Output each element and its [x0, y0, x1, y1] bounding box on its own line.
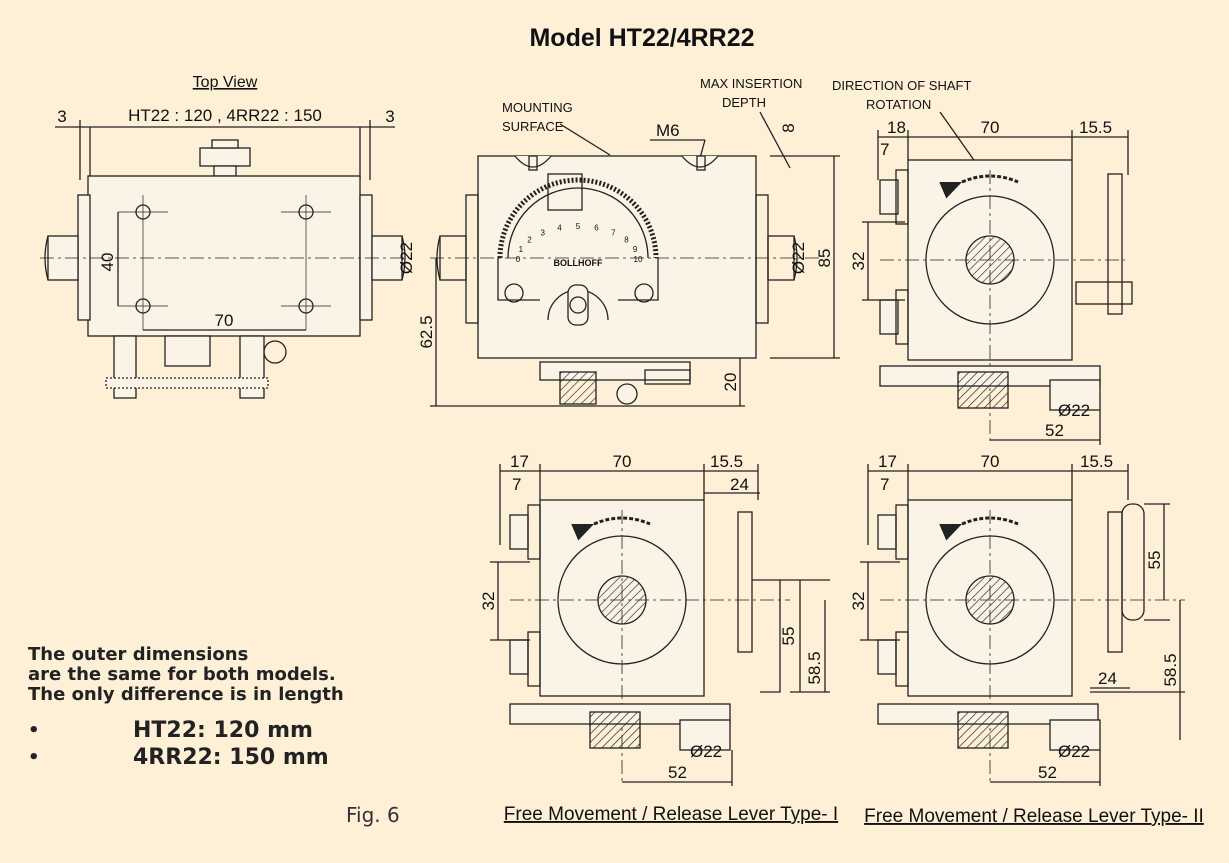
top-view: Top View HT22 : 120 , 4RR22 : 150 3 3	[40, 74, 416, 399]
type1-d22: Ø22	[690, 742, 722, 761]
type2-d70: 70	[981, 452, 1000, 471]
dial-number: 3	[540, 228, 545, 237]
type2-d55: 55	[1145, 551, 1164, 570]
type1-view: 17 70 15.5 24 7 32 55 58.5 52 Ø22 Free M	[479, 452, 838, 825]
type1-d52: 52	[668, 763, 687, 782]
side-d70: 70	[981, 118, 1000, 137]
direction-label-1: DIRECTION OF SHAFT	[832, 78, 971, 93]
side-d52: 52	[1045, 421, 1064, 440]
brand-logo: BOLLHOFF	[554, 258, 603, 268]
side-d22: Ø22	[1058, 401, 1090, 420]
note-line-1: The outer dimensions	[28, 644, 249, 665]
dimensions-note: The outer dimensions are the same for bo…	[28, 645, 344, 705]
note-line-3: The only difference is in length	[28, 684, 344, 705]
dial-number: 10	[634, 255, 643, 264]
dial-number: 2	[527, 236, 532, 245]
type1-d15-5: 15.5	[710, 452, 743, 471]
height-62-5: 62.5	[417, 315, 436, 348]
front-shaft-dia: Ø22	[789, 242, 808, 274]
front-view: MOUNTING SURFACE MAX INSERTION DEPTH M6 …	[417, 76, 840, 407]
list-item: • 4RR22: 150 mm	[28, 744, 329, 771]
side-d32: 32	[849, 252, 868, 271]
type2-d52: 52	[1038, 763, 1057, 782]
type1-d58-5: 58.5	[805, 651, 824, 684]
mounting-surface-label-2: SURFACE	[502, 119, 564, 134]
dial-number: 7	[611, 228, 616, 237]
type2-d24: 24	[1098, 669, 1117, 688]
side-d15-5: 15.5	[1079, 118, 1112, 137]
dial-number: 8	[624, 236, 629, 245]
type1-d17: 17	[510, 452, 529, 471]
mounting-surface-label-1: MOUNTING	[502, 100, 573, 115]
max-insertion-label-2: DEPTH	[722, 95, 766, 110]
direction-label-2: ROTATION	[866, 97, 931, 112]
depth-8: 8	[779, 123, 798, 132]
dial-number: 6	[594, 224, 599, 233]
type2-caption: Free Movement / Release Lever Type- II	[864, 806, 1204, 827]
bullet: •	[28, 747, 40, 768]
side-d18: 18	[887, 118, 906, 137]
note-line-2: are the same for both models.	[28, 664, 336, 685]
max-insertion-label-1: MAX INSERTION	[700, 76, 802, 91]
type1-caption: Free Movement / Release Lever Type- I	[504, 804, 838, 825]
type2-d58-5: 58.5	[1161, 653, 1180, 686]
height-85: 85	[815, 249, 834, 268]
type2-d17: 17	[878, 452, 897, 471]
type1-d32: 32	[479, 592, 498, 611]
top-view-length-label: HT22 : 120 , 4RR22 : 150	[128, 106, 322, 125]
model-length-ht22: HT22: 120 mm	[133, 718, 313, 743]
top-view-height-40: 40	[98, 253, 117, 272]
top-view-shaft-dia: Ø22	[397, 242, 416, 274]
type2-view: 17 70 15.5 7 32 55 58.5 24 52 Ø22	[849, 452, 1204, 827]
top-view-width-70: 70	[215, 311, 234, 330]
bullet: •	[28, 720, 40, 741]
model-length-4rr22: 4RR22: 150 mm	[133, 745, 329, 770]
figure-label: Fig. 6	[346, 803, 400, 827]
dial-number: 4	[557, 224, 562, 233]
dial-number: 0	[516, 255, 521, 264]
type1-d24: 24	[730, 475, 749, 494]
type2-d22: Ø22	[1058, 742, 1090, 761]
type2-d7: 7	[880, 475, 889, 494]
list-item: • HT22: 120 mm	[28, 717, 329, 744]
side-view: DIRECTION OF SHAFT ROTATION 18 70 15.5 7…	[832, 78, 1133, 445]
drawing-title: Model HT22/4RR22	[529, 24, 754, 52]
top-view-heading: Top View	[193, 74, 258, 91]
dial-number: 9	[633, 245, 638, 254]
type1-d55: 55	[779, 627, 798, 646]
type1-d70: 70	[613, 452, 632, 471]
thread-label: M6	[656, 121, 680, 140]
type2-d15-5: 15.5	[1080, 452, 1113, 471]
dial-number: 1	[519, 245, 524, 254]
type2-d32: 32	[849, 592, 868, 611]
model-length-list: • HT22: 120 mm • 4RR22: 150 mm	[28, 717, 329, 771]
type1-d7: 7	[512, 475, 521, 494]
top-view-offset-right: 3	[385, 107, 394, 126]
top-view-offset-left: 3	[57, 107, 66, 126]
height-20: 20	[721, 373, 740, 392]
dial-number: 5	[576, 222, 581, 231]
side-d7: 7	[880, 140, 889, 159]
